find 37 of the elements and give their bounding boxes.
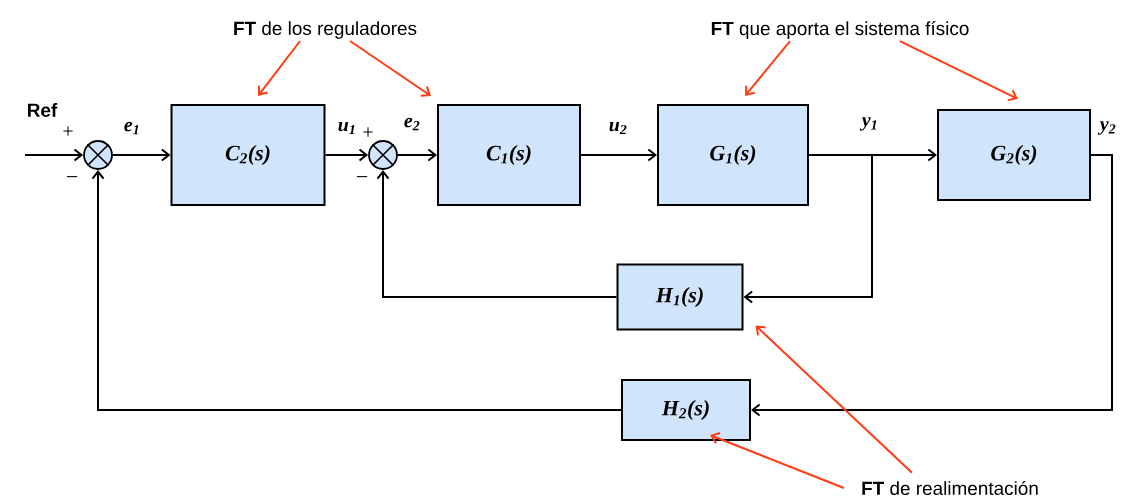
signal-arrow xyxy=(396,148,437,162)
signal-arrow xyxy=(376,169,618,298)
leader-arrow xyxy=(745,40,791,96)
signal-label: e$_{2}$ xyxy=(404,117,420,131)
block-box: H$_{1}$(s) xyxy=(616,263,744,331)
block-box: H$_{2}$(s) xyxy=(621,379,751,441)
input-label: Ref xyxy=(28,103,58,117)
annotation-text: FT de realimentación xyxy=(862,480,1038,496)
signal-label: y$_{1}$ xyxy=(859,117,877,131)
signal-arrow xyxy=(24,148,84,162)
annotation-text: FT de los reguladores xyxy=(234,21,417,39)
signal-arrow xyxy=(751,154,1113,417)
sign-label: + xyxy=(63,126,73,136)
annotation-text: FT que aporta el sistema físico xyxy=(711,21,969,39)
signal-label: u$_{2}$ xyxy=(609,121,627,135)
block-box: G$_{1}$(s) xyxy=(657,104,809,206)
signal-arrow xyxy=(743,154,873,304)
sign-label: − xyxy=(356,176,368,178)
summing-junction xyxy=(83,140,113,170)
leader-arrow xyxy=(899,40,1018,102)
signal-arrow xyxy=(580,148,657,162)
signal-arrow xyxy=(324,148,369,162)
summing-junction xyxy=(368,140,398,170)
block-box: C$_{2}$(s) xyxy=(170,104,326,206)
signal-arrow xyxy=(111,148,171,162)
leader-arrow xyxy=(257,40,301,96)
signal-label: u$_{1}$ xyxy=(338,121,355,135)
leader-arrow xyxy=(710,432,845,489)
block-box: G$_{2}$(s) xyxy=(937,109,1091,201)
block-box: C$_{1}$(s) xyxy=(437,104,581,206)
sign-label: + xyxy=(363,127,373,137)
signal-label: e$_{1}$ xyxy=(124,121,139,135)
sign-label: − xyxy=(66,176,78,178)
signal-arrow xyxy=(91,169,622,411)
leader-arrow xyxy=(755,325,913,474)
signal-label: y$_{2}$ xyxy=(1097,121,1116,135)
leader-arrow xyxy=(349,40,431,97)
